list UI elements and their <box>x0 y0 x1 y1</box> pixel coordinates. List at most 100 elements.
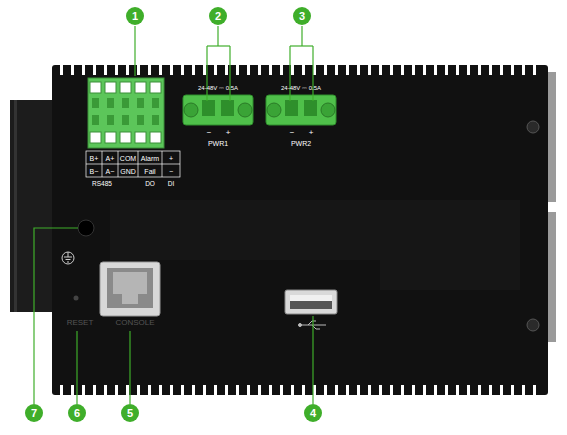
din-rail-clip <box>10 100 54 312</box>
ground-symbol <box>62 252 74 264</box>
terminal-release <box>150 82 161 93</box>
fin-notch <box>280 65 283 75</box>
panel-recess <box>110 200 410 260</box>
screw <box>527 121 539 133</box>
pin-name: COM <box>120 155 136 162</box>
fin-notch <box>247 385 250 395</box>
pin-name: GND <box>120 168 136 175</box>
pin-name: − <box>169 168 173 175</box>
pin-name: + <box>169 155 173 162</box>
usb-port <box>285 290 337 329</box>
fin-notch <box>401 65 404 75</box>
fin-notch <box>181 385 184 395</box>
terminal-release <box>105 132 116 143</box>
pin-name: A− <box>106 168 115 175</box>
fin-notch <box>379 65 382 75</box>
fin-notch <box>489 65 492 75</box>
fin-notch <box>346 385 349 395</box>
pin-name: A+ <box>106 155 115 162</box>
port-group-name: RS485 <box>92 181 112 188</box>
fin-notch <box>225 65 228 75</box>
terminal-release <box>135 82 146 93</box>
fin-notch <box>445 385 448 395</box>
fin-notch <box>324 385 327 395</box>
fin-notch <box>423 65 426 75</box>
terminal-release <box>90 132 101 143</box>
fin-notch <box>500 65 503 75</box>
fin-notch <box>104 385 107 395</box>
fin-notch <box>247 65 250 75</box>
fin-notch <box>137 65 140 75</box>
button-name: RESET <box>67 319 94 327</box>
polarity-sign: + <box>309 129 314 137</box>
screw <box>527 319 539 331</box>
cooling-fins <box>60 65 536 395</box>
fin-notch <box>115 65 118 75</box>
callout-number: 6 <box>68 404 86 422</box>
polarity-sign: − <box>207 129 212 137</box>
callout-number: 1 <box>126 7 144 25</box>
callout-text: 1 <box>132 11 138 22</box>
fin-notch <box>126 385 129 395</box>
terminal-slot <box>107 98 114 108</box>
port-group-name: DO <box>145 181 155 188</box>
terminal-release <box>150 132 161 143</box>
terminal-release <box>105 82 116 93</box>
fin-notch <box>346 65 349 75</box>
callout-number: 4 <box>304 404 322 422</box>
fin-notch <box>423 385 426 395</box>
terminal-slot <box>107 115 114 125</box>
terminal-release <box>90 82 101 93</box>
power-terminal <box>266 95 336 125</box>
fin-notch <box>192 65 195 75</box>
panel-recess <box>380 200 520 290</box>
fin-notch <box>478 385 481 395</box>
fin-notch <box>203 385 206 395</box>
terminal-slot <box>152 98 159 108</box>
callout-number: 3 <box>293 7 311 25</box>
fin-notch <box>390 385 393 395</box>
callout-text: 6 <box>74 408 80 419</box>
power-rating: 24-48V ⎓ 0.5A <box>198 85 238 91</box>
callout-number: 5 <box>121 404 139 422</box>
fin-notch <box>71 65 74 75</box>
terminal-slot <box>122 115 129 125</box>
callout-number: 7 <box>25 404 43 422</box>
fin-notch <box>181 65 184 75</box>
terminal-slot <box>137 115 144 125</box>
callout-text: 5 <box>127 408 133 419</box>
polarity-sign: + <box>226 129 231 137</box>
fin-notch <box>533 385 536 395</box>
console-port <box>100 262 160 316</box>
power-terminal <box>183 95 253 125</box>
fin-notch <box>93 385 96 395</box>
terminal-slot <box>152 115 159 125</box>
fin-notch <box>137 385 140 395</box>
pin-name: B− <box>90 168 99 175</box>
fin-notch <box>93 65 96 75</box>
terminal-block <box>88 78 164 148</box>
fin-notch <box>335 65 338 75</box>
terminal-release <box>120 132 131 143</box>
terminal-release <box>120 82 131 93</box>
terminal-slot <box>92 98 99 108</box>
port-name: PWR1 <box>208 140 228 147</box>
fin-notch <box>192 385 195 395</box>
fin-notch <box>368 65 371 75</box>
fin-notch <box>357 385 360 395</box>
fin-notch <box>225 385 228 395</box>
terminal-slot <box>137 98 144 108</box>
fin-notch <box>302 65 305 75</box>
fin-notch <box>214 385 217 395</box>
fin-notch <box>159 65 162 75</box>
fin-notch <box>203 65 206 75</box>
fin-notch <box>456 385 459 395</box>
fin-notch <box>412 385 415 395</box>
fin-notch <box>467 65 470 75</box>
fin-notch <box>214 65 217 75</box>
terminal-label-table <box>86 151 180 177</box>
fin-notch <box>170 65 173 75</box>
din-rail-edge <box>14 100 17 312</box>
callout-number: 2 <box>209 7 227 25</box>
